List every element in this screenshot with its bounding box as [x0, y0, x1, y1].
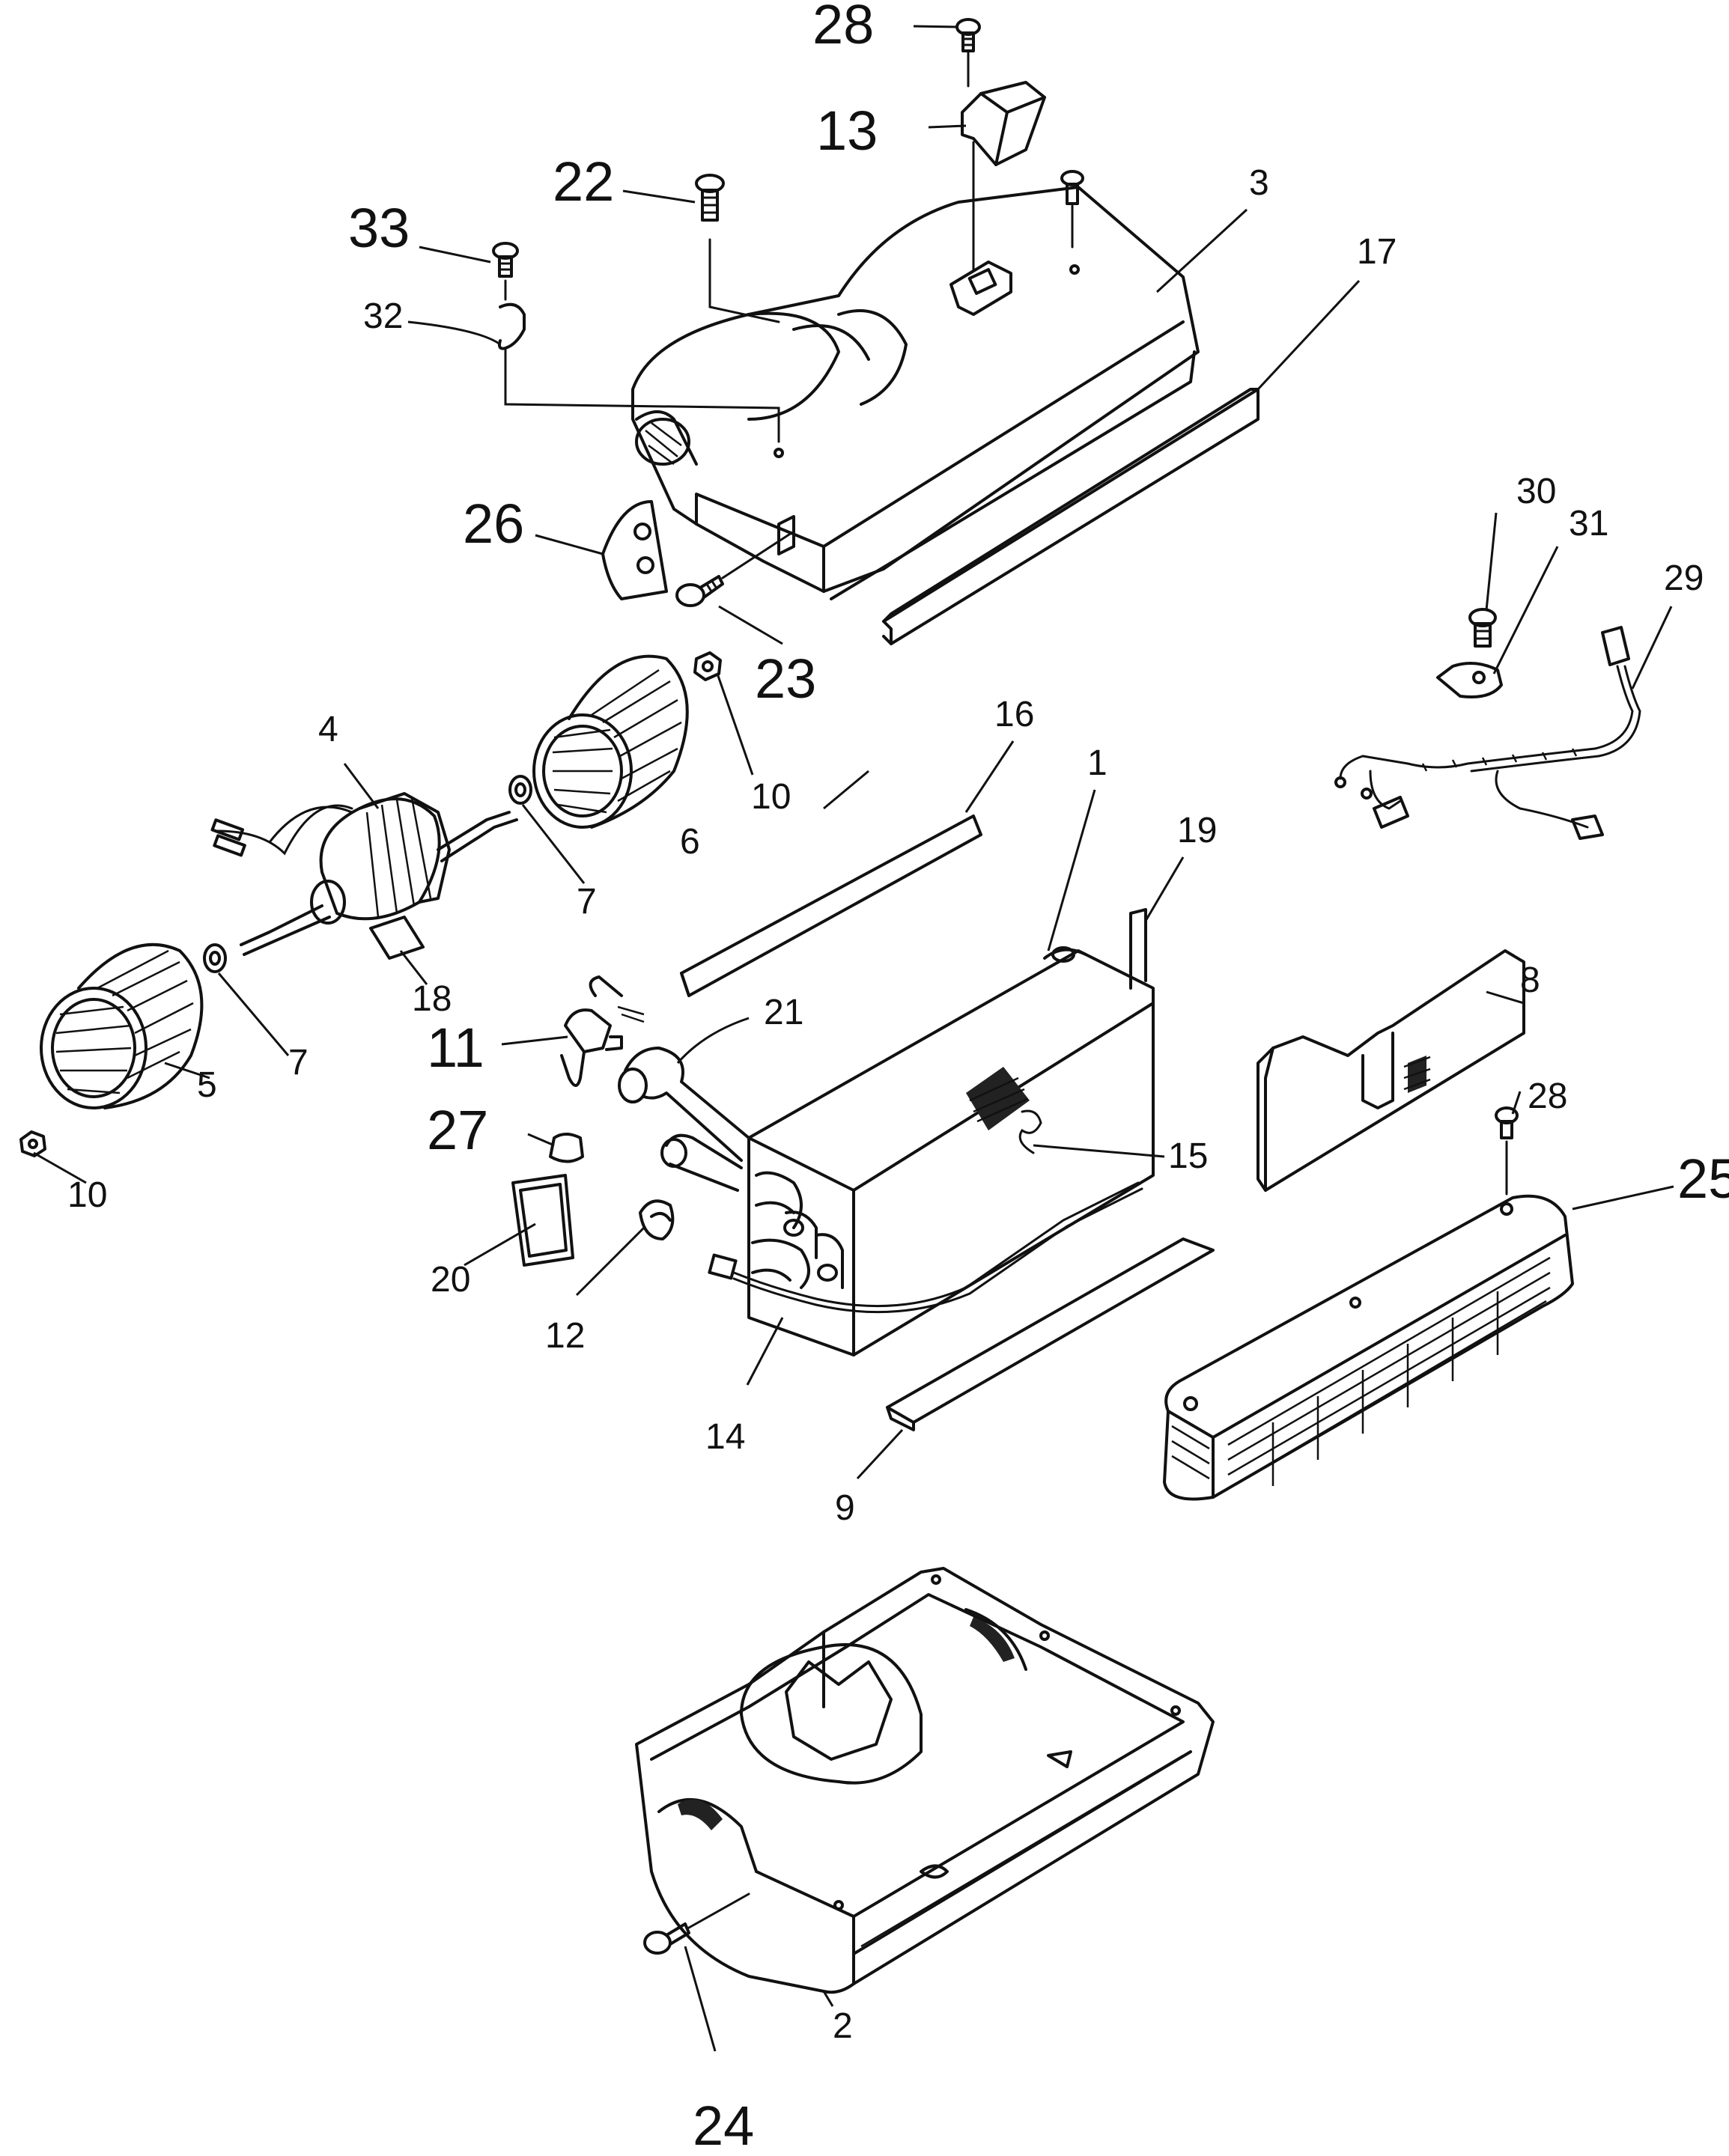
upper-cover-part-3	[631, 186, 1259, 645]
bracket-26	[601, 500, 668, 600]
callout-20: 20	[431, 1260, 470, 1300]
nut-10-lower	[19, 1130, 46, 1157]
screw-24	[643, 1892, 750, 1955]
valve-11	[560, 1008, 623, 1087]
lower-case-2	[635, 1567, 1215, 1994]
screw-33	[492, 242, 519, 301]
callout-10-top: 10	[751, 777, 791, 817]
blower-wheel-6	[532, 654, 689, 829]
callout-labels: 28 13 22 33 32 3 17 26 23 30 31 29 16 4 …	[67, 0, 1729, 2156]
callout-30: 30	[1516, 472, 1556, 511]
duct-8	[1257, 949, 1525, 1192]
callout-21: 21	[764, 993, 803, 1032]
callout-5: 5	[197, 1065, 217, 1105]
callout-28-top: 28	[812, 0, 874, 55]
callout-17: 17	[1357, 232, 1397, 272]
callout-25: 25	[1677, 1148, 1729, 1210]
clip-32	[497, 302, 780, 443]
screw-23	[675, 530, 795, 607]
callout-26: 26	[463, 493, 524, 555]
harness-14	[708, 1181, 1143, 1314]
clip-31	[1436, 662, 1503, 698]
callout-33: 33	[348, 197, 410, 259]
resistor-13	[961, 81, 1046, 271]
bolt-30	[1468, 608, 1497, 648]
callout-8: 8	[1520, 960, 1540, 1000]
bolt-22	[695, 174, 780, 323]
callout-23: 23	[755, 648, 816, 710]
motor-4	[210, 792, 518, 960]
callout-22: 22	[553, 150, 614, 213]
plug-27	[549, 1133, 584, 1163]
screw-28-top	[955, 18, 981, 88]
nut-10-top	[693, 651, 722, 681]
clamp-12	[639, 1199, 675, 1240]
callout-31: 31	[1569, 504, 1608, 543]
hose-21	[589, 975, 750, 1162]
callout-14: 14	[705, 1417, 745, 1457]
callout-13: 13	[816, 100, 878, 162]
callout-15: 15	[1168, 1136, 1208, 1176]
callout-1: 1	[1087, 743, 1107, 783]
callout-4: 4	[318, 710, 338, 749]
pad-20	[511, 1174, 574, 1267]
callout-3: 3	[1249, 163, 1269, 203]
screw-28-lower	[1495, 1106, 1519, 1196]
washer-7-lower	[203, 943, 227, 973]
heater-core-1	[747, 908, 1155, 1356]
washer-7-upper	[508, 775, 532, 805]
wire-harness-29	[1334, 626, 1641, 840]
callout-9: 9	[835, 1488, 855, 1528]
callout-18: 18	[412, 979, 452, 1019]
callout-24: 24	[693, 2095, 754, 2156]
seal-9	[886, 1237, 1215, 1431]
leader-lines	[33, 25, 1674, 2052]
callout-2: 2	[833, 2006, 853, 2046]
tube-upper-elbow	[660, 1133, 743, 1192]
callout-12: 12	[545, 1316, 585, 1356]
grille-25	[1163, 1194, 1574, 1501]
callout-29: 29	[1664, 558, 1704, 598]
callout-11: 11	[427, 1017, 484, 1079]
callout-7-lower: 7	[288, 1043, 309, 1082]
seal-16	[680, 814, 982, 997]
callout-7-upper: 7	[577, 882, 597, 922]
callout-32: 32	[363, 296, 403, 336]
callout-28-lower: 28	[1528, 1077, 1567, 1116]
sensor-15	[1018, 1109, 1042, 1154]
callout-16: 16	[994, 695, 1034, 734]
callout-10-lower: 10	[67, 1175, 107, 1215]
bolt-right-top	[1060, 170, 1084, 249]
callout-27: 27	[427, 1099, 488, 1161]
callout-6: 6	[680, 822, 700, 862]
callout-19: 19	[1177, 811, 1217, 850]
blower-wheel-5	[40, 943, 204, 1109]
